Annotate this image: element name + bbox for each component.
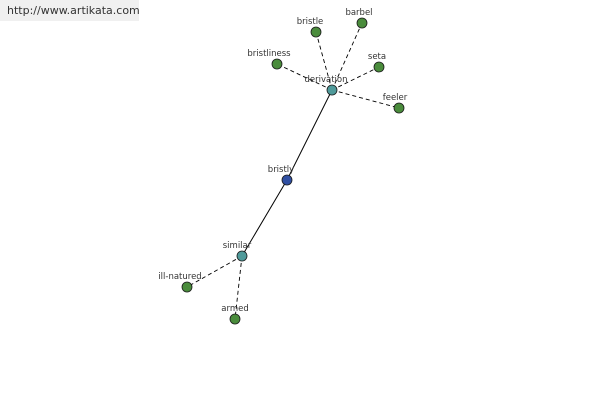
node-ill-natured[interactable]: ill-natured	[158, 272, 202, 293]
node-dot-ill-natured[interactable]	[181, 281, 193, 293]
node-label-similar[interactable]: similar	[223, 241, 252, 251]
node-barbel[interactable]: barbel	[345, 8, 373, 29]
edge-derivation-feeler	[331, 89, 400, 109]
node-label-feeler[interactable]: feeler	[383, 93, 408, 103]
edge-bristly-derivation	[286, 89, 333, 181]
edge-similar-ill-natured	[186, 255, 243, 288]
node-bristly[interactable]: bristly	[268, 165, 294, 186]
node-dot-barbel[interactable]	[356, 17, 368, 29]
node-derivation[interactable]: derivation	[304, 75, 348, 96]
node-dot-feeler[interactable]	[393, 102, 405, 114]
node-dot-seta[interactable]	[373, 61, 385, 73]
edge-derivation-barbel	[331, 22, 363, 91]
node-label-armed[interactable]: armed	[221, 304, 248, 314]
node-dot-bristliness[interactable]	[271, 58, 283, 70]
node-dot-derivation[interactable]	[326, 84, 338, 96]
node-label-derivation[interactable]: derivation	[304, 75, 347, 85]
node-dot-similar[interactable]	[236, 250, 248, 262]
node-armed[interactable]: armed	[221, 304, 249, 325]
node-label-bristly[interactable]: bristly	[268, 165, 294, 175]
node-bristliness[interactable]: bristliness	[247, 49, 291, 70]
node-similar[interactable]: similar	[223, 241, 252, 262]
node-feeler[interactable]: feeler	[383, 93, 408, 114]
site-url-banner[interactable]: http://www.artikata.com	[0, 0, 140, 21]
nodes-layer: bristly derivation similar bristle barbel bri…	[158, 8, 408, 325]
node-label-ill-natured[interactable]: ill-natured	[158, 272, 201, 282]
edge-derivation-bristliness	[276, 63, 333, 91]
node-label-seta[interactable]: seta	[368, 52, 386, 62]
edge-derivation-bristle	[315, 31, 333, 91]
edge-similar-armed	[234, 255, 243, 320]
edges-layer	[186, 22, 400, 320]
node-dot-bristle[interactable]	[310, 26, 322, 38]
node-dot-armed[interactable]	[229, 313, 241, 325]
node-dot-bristly[interactable]	[281, 174, 293, 186]
node-bristle[interactable]: bristle	[297, 17, 324, 38]
node-label-barbel[interactable]: barbel	[345, 8, 372, 18]
edge-bristly-similar	[241, 179, 288, 257]
node-label-bristle[interactable]: bristle	[297, 17, 324, 27]
node-label-bristliness[interactable]: bristliness	[247, 49, 291, 59]
edge-derivation-seta	[331, 66, 380, 91]
node-seta[interactable]: seta	[368, 52, 386, 73]
